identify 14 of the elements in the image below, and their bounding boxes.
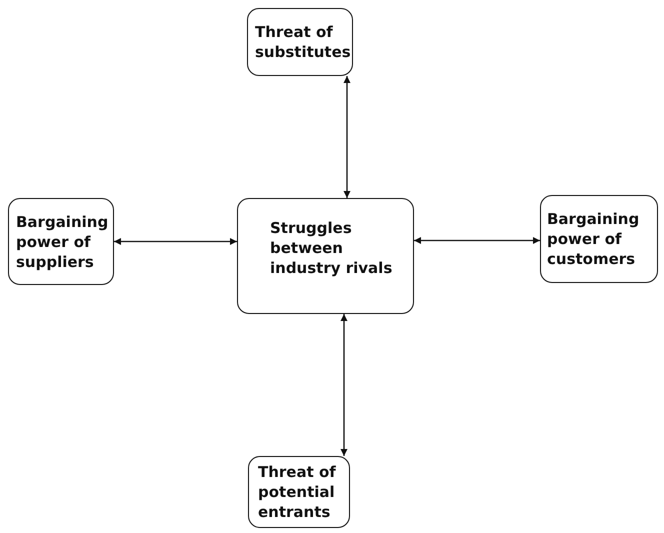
box-label: Threat of substitutes: [255, 22, 351, 62]
double-arrow: [114, 238, 237, 245]
double-arrow: [344, 76, 350, 198]
rounded-box: [237, 198, 414, 314]
box-label: Bargaining power of customers: [547, 209, 640, 269]
rounded-box: [247, 8, 353, 76]
box-label: Threat of potential entrants: [258, 462, 337, 522]
rounded-box: [540, 195, 658, 283]
double-arrow: [340, 314, 348, 456]
rounded-box: [248, 456, 350, 528]
double-arrow: [414, 237, 540, 244]
box-label: Struggles between industry rivals: [270, 218, 394, 278]
rounded-box: [8, 198, 114, 285]
box-label: Bargaining power of suppliers: [16, 212, 109, 272]
